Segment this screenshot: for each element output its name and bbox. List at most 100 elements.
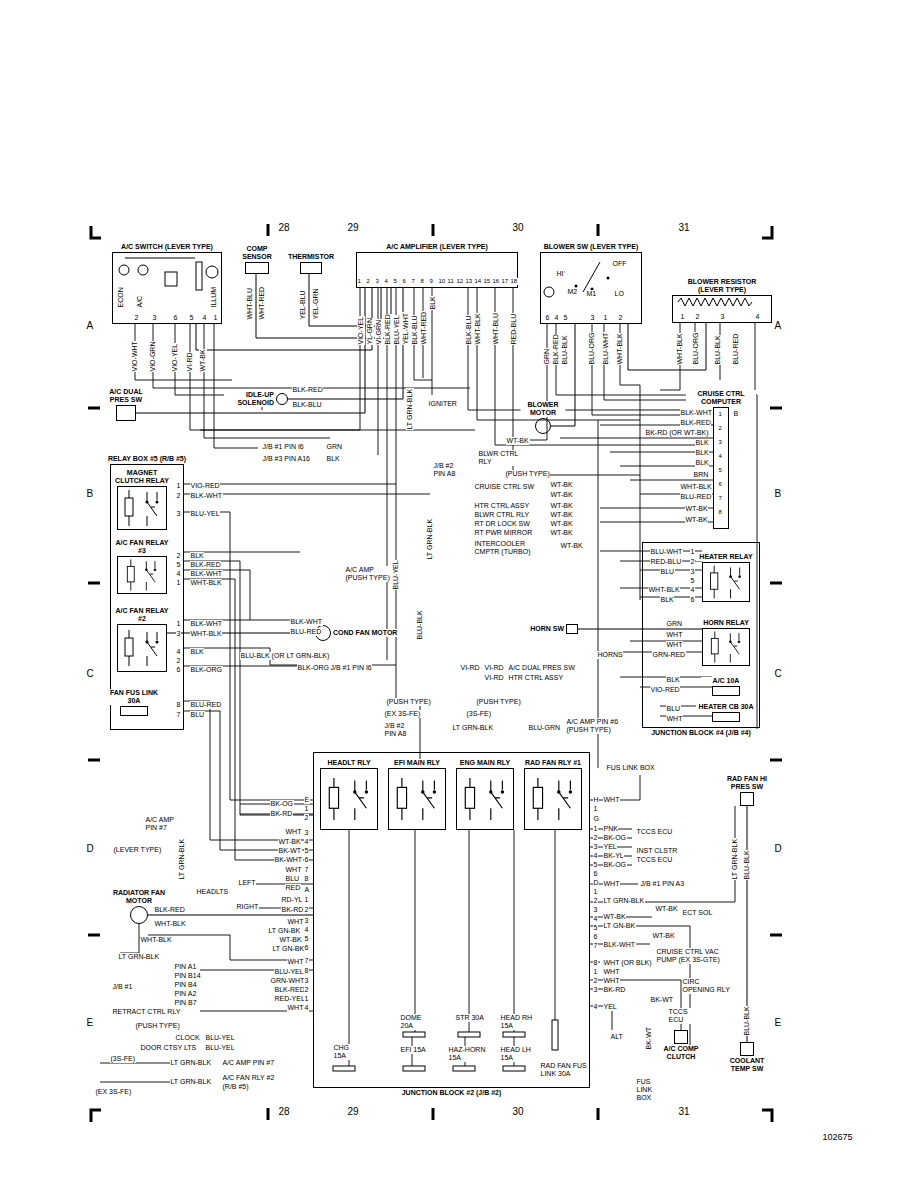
wire-label: BLU-BLK — [743, 1006, 751, 1036]
wire-label: 2 — [176, 492, 181, 500]
component-box: A/C FAN RELAY #2 — [117, 624, 167, 672]
wire-label: BK-WHT — [274, 856, 303, 864]
wire-label: CRUISE CTRL SW — [474, 483, 535, 491]
wire-label: A/C DUAL PRES SW — [508, 664, 575, 672]
wire-label: A/C AMP PIN #7 — [222, 1059, 275, 1067]
wire-label: WT-BK — [279, 936, 302, 944]
wire-label: HORNS — [597, 651, 623, 659]
wire-label: WHT-BLK — [190, 579, 222, 587]
wire-label: VI-RD — [484, 674, 504, 682]
wire-label: 4 — [202, 314, 207, 322]
wire-label: (PUSH TYPE) — [135, 1022, 180, 1030]
wire-label: BK-OG — [603, 834, 627, 842]
wire-label: VIO-YEL — [171, 343, 179, 372]
wire-label: 9 — [429, 278, 433, 285]
wire-label: 1 — [304, 805, 309, 813]
wire-label: YEL — [603, 843, 617, 851]
wire-label: CLOCK — [175, 1034, 200, 1042]
wire-label: PIN B14 — [174, 972, 201, 980]
wire-label: 1 — [176, 620, 181, 628]
wire-label: RED-BLU — [510, 313, 518, 345]
wire-label: TCCS ECU — [668, 1008, 699, 1024]
switch-internals — [196, 262, 202, 290]
wire-label: 6 — [173, 314, 178, 322]
wire-label: YEL — [603, 1003, 617, 1011]
component-box: A/C 10A — [712, 686, 740, 696]
wire-label: VIO-RED — [190, 482, 220, 490]
component-name: IDLE-UP SOLENOID — [224, 391, 274, 407]
wire-label: 13 — [465, 278, 473, 285]
wire-label: LT GN-BK — [603, 922, 636, 930]
wire-label: LEFT — [238, 879, 256, 887]
wire-label: 8 — [304, 967, 309, 975]
wire-label: BK-WT — [278, 847, 302, 855]
wire-label: 3 — [176, 510, 181, 518]
wire-label: PIN B7 — [174, 999, 197, 1007]
wire-label: WHT-BLK — [680, 483, 712, 491]
wire-label: TCCS ECU — [636, 828, 673, 836]
wire-label: BRN — [693, 471, 709, 479]
wire-label: HEAD LH 15A — [500, 1046, 533, 1062]
wire-label: 16 — [492, 278, 500, 285]
component-name: COMP SENSOR — [235, 245, 279, 261]
wire-label: 2 — [690, 558, 695, 566]
wire-label: BLU — [190, 711, 205, 719]
wire-label: WHT — [666, 631, 683, 639]
wire-label: WT-BK — [603, 913, 626, 921]
wire-label: LT GRN-BLK — [178, 838, 186, 880]
wire-label: HTR CTRL ASSY — [508, 674, 564, 682]
wire-label: YEL-BLU — [299, 290, 307, 320]
wire-label: WT-BK — [652, 932, 675, 940]
wire-label: LT GRN-BLK — [170, 1059, 212, 1067]
wire-connector — [288, 288, 403, 399]
wire-label: J/B #3 PIN A16 — [262, 455, 310, 463]
wire-label: 5 — [189, 314, 194, 322]
wire-label: BLK-BLU — [292, 401, 322, 409]
wire-label: WT-BK — [550, 511, 573, 519]
wire-label: A/C — [136, 295, 144, 308]
wire-label: HAZ-HORN 15A — [448, 1046, 489, 1062]
wire-label: 8 — [593, 959, 598, 967]
component-box: EFI MAIN RLY — [388, 768, 446, 830]
wire-label: YL-GRN — [366, 318, 374, 345]
wire-label: VI-RD — [186, 352, 194, 372]
wire-label: 3 — [720, 313, 725, 321]
wire-label: BLK-RED — [154, 906, 185, 914]
component-name: HEADLT RLY — [317, 759, 381, 767]
lamp-symbol — [544, 287, 554, 297]
wire-label: BLU-RED — [732, 333, 740, 365]
wire-label: 1 — [680, 313, 685, 321]
wire-label: LT GN-BK — [268, 927, 301, 935]
wire-label: J/B #2 PIN A8 — [384, 722, 413, 738]
wire-label: WT-BK — [560, 542, 583, 550]
wire-label: WHT-RED — [258, 286, 266, 320]
wire-label: GRN-WHT — [270, 977, 305, 985]
wire-label: BK-OG — [603, 861, 627, 869]
wire-label: BLK-WHT — [190, 570, 223, 578]
wire-label: 3 — [718, 439, 722, 446]
wire-label: BLU-YEL — [190, 510, 220, 518]
component-name: EFI MAIN RLY — [385, 759, 449, 767]
wire-label: ALT — [610, 1033, 623, 1041]
wire-label: 6 — [402, 278, 406, 285]
wire-label: HEAD RH 15A — [500, 1014, 533, 1030]
wire-label: BLU-WHT — [650, 548, 683, 556]
relay-symbol — [125, 490, 741, 820]
wire-label: 2 — [618, 314, 623, 322]
wire-label: IGNITER — [428, 400, 457, 408]
wire-label: 1 — [593, 825, 598, 833]
wire-label: 5 — [563, 314, 568, 322]
wire-label: 2 — [593, 834, 598, 842]
switch-internals — [165, 272, 177, 286]
component-box: A/C COMP CLUTCH — [674, 1030, 688, 1044]
wire-label: 7 — [718, 495, 722, 502]
wire-label: 2 — [304, 986, 309, 994]
wire-label: BLK-WHT — [680, 409, 713, 417]
wire-label: WHT — [285, 866, 302, 874]
wire-label: BLU-YEL — [205, 1044, 235, 1052]
wire-label: 1 — [593, 888, 598, 896]
wire-label: WHT — [287, 918, 304, 926]
wire-label: WHT-BLU — [492, 313, 500, 346]
component-name: CRUISE CTRL COMPUTER — [686, 390, 756, 406]
wire-label: 2 — [593, 897, 598, 905]
